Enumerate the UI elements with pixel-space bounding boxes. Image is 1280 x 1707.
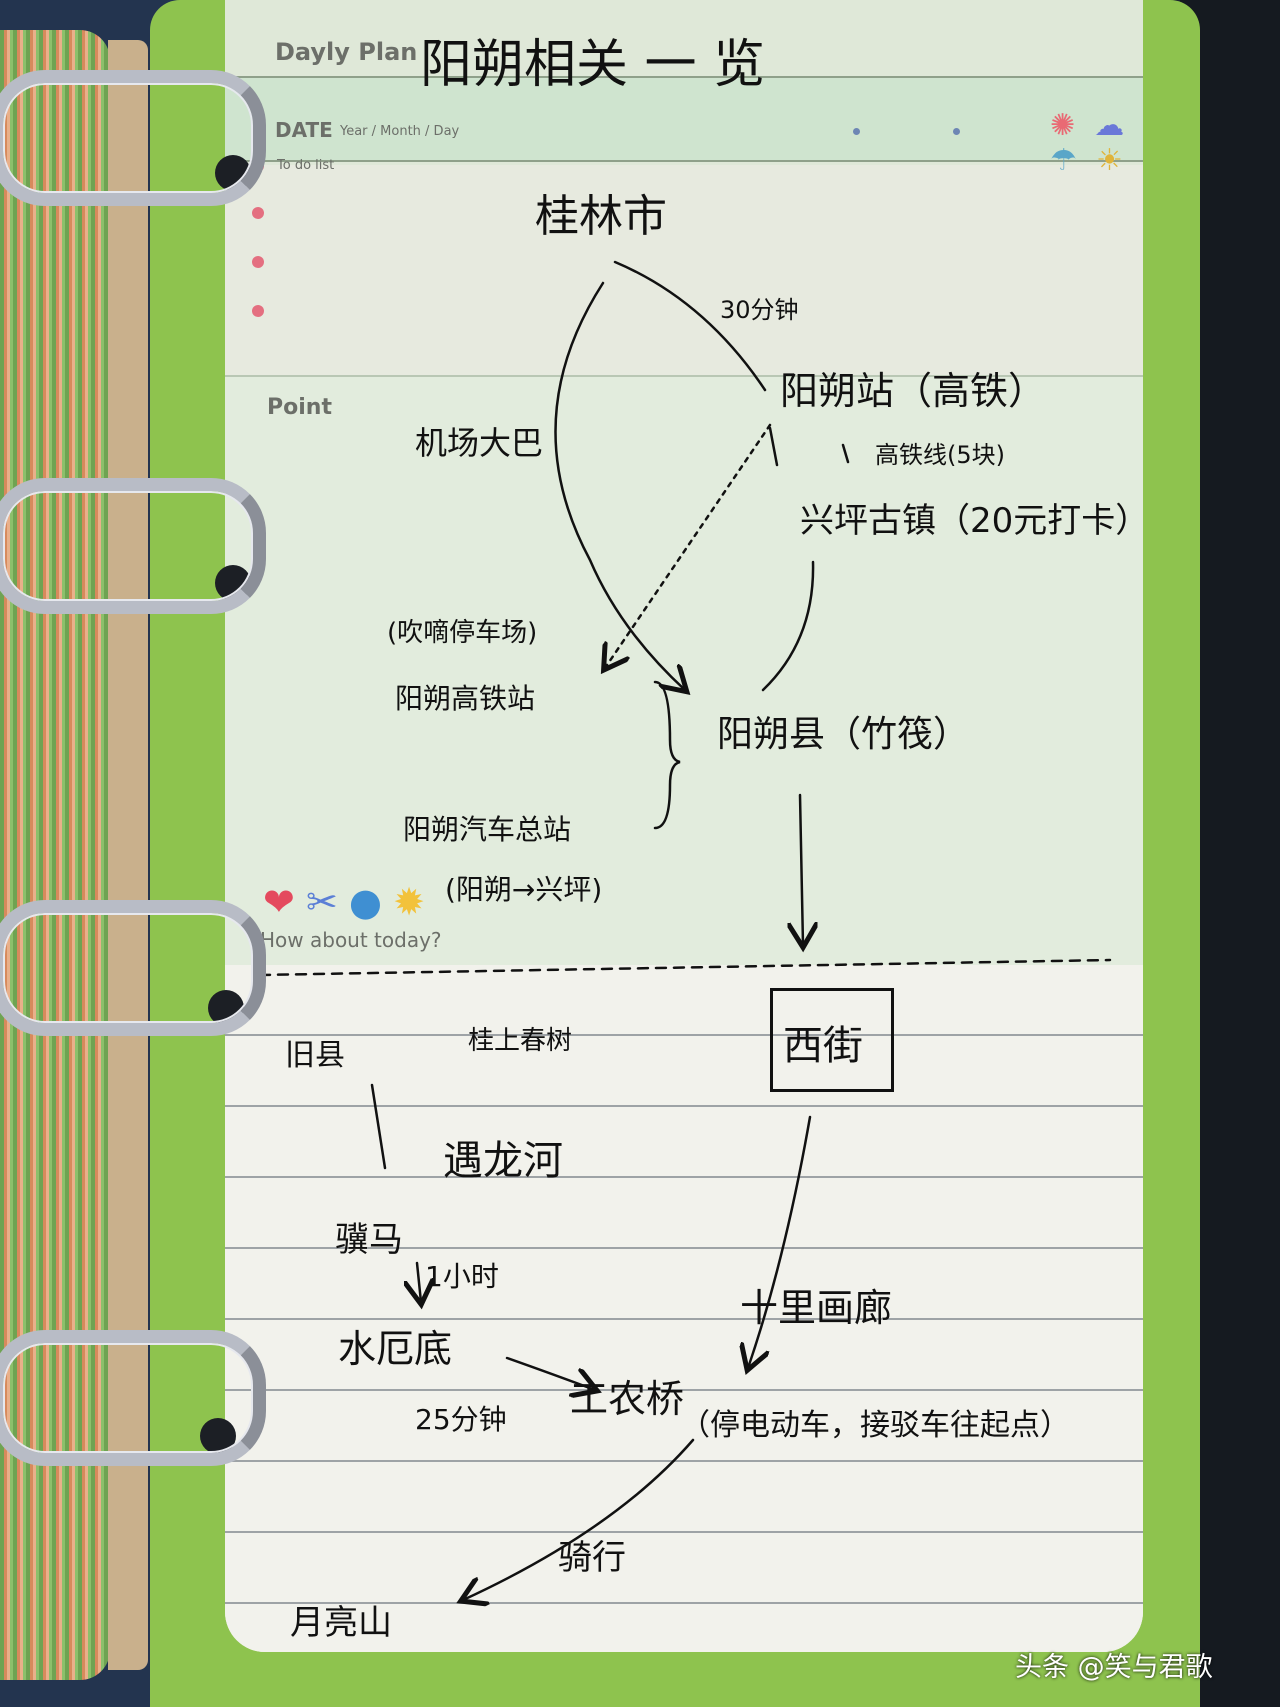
parking-label: (吹嘀停车场): [387, 618, 538, 648]
county-to-west-street-arrow: [800, 793, 803, 945]
shuidi-to-gongnong-arrow: [505, 1356, 595, 1390]
page-stack-edge: [108, 40, 148, 1670]
gongnong-note-label: （停电动车，接驳车往起点）: [680, 1408, 1070, 1443]
one-hour-label: 1小时: [425, 1260, 499, 1293]
binder-ring: [0, 70, 266, 206]
date-rule: [225, 160, 1143, 162]
lightbulb-icon: ✹: [393, 880, 425, 924]
airport-bus-line: [554, 281, 685, 690]
lined-zone: [225, 965, 1143, 1652]
todo-bullet: [252, 207, 264, 219]
page-stack: [0, 30, 110, 1680]
plan-label: Dayly Plan: [275, 38, 418, 66]
weather-icons: ✺ ☁ ☂ ☀: [1050, 108, 1143, 178]
binder-ring: [0, 1330, 266, 1466]
apple-icon: ●: [348, 880, 383, 924]
brace: [653, 680, 681, 830]
date-band: [225, 78, 1143, 160]
shuidi-label: 水厄底: [338, 1327, 453, 1371]
yangshuo-county-label: 阳朔县（竹筏）: [717, 714, 970, 755]
west-street-box: [770, 988, 894, 1092]
route-lines: [258, 260, 1112, 1652]
yulong-river-label: 遇龙河: [443, 1138, 563, 1184]
date-dot: [853, 128, 860, 135]
guilin-to-station-line: [613, 260, 767, 392]
hsr-line-mark: [841, 443, 850, 464]
jima-label: 骥马: [335, 1220, 403, 1260]
old-county-label: 旧县: [285, 1038, 345, 1073]
guilai-tree-label: 桂上春树: [468, 1026, 573, 1056]
bus-route-label: (阳朔→兴坪): [445, 873, 603, 906]
heart-icon: ❤: [263, 880, 295, 924]
watermark: 头条 @笑与君歌: [1015, 1652, 1213, 1683]
old-county-line: [370, 1083, 387, 1170]
gongnong-to-moon-hill-arrow: [463, 1438, 695, 1600]
divider-dashed: [258, 958, 1112, 977]
sticker-row: ❤ ✂ ● ✹: [263, 880, 431, 924]
todo-zone: [225, 165, 1143, 375]
date-dot: [953, 128, 960, 135]
binder-ring: [0, 478, 266, 614]
rain-icon: ☂: [1050, 143, 1077, 178]
xingping-to-county-line: [761, 560, 815, 692]
sunny-icon: ☀: [1096, 143, 1123, 178]
time-30min-label: 30分钟: [720, 296, 799, 324]
point-label: Point: [267, 395, 332, 420]
cloud-icon: ☁: [1094, 108, 1125, 143]
time-25min-label: 25分钟: [415, 1403, 507, 1436]
todo-label: To do list: [277, 158, 335, 173]
bus-station-label: 阳朔汽车总站: [403, 813, 572, 846]
station-to-xingping-line: [768, 426, 779, 467]
page-title: 阳朔相关 一 览: [420, 35, 766, 95]
scissors-icon: ✂: [305, 880, 338, 924]
date-label: DATE: [275, 118, 333, 142]
binder-ring: [0, 900, 266, 1036]
sun-icon: ✺: [1050, 108, 1076, 143]
planner-page: Dayly Plan 阳朔相关 一 览 DATE Year / Month / …: [225, 0, 1143, 1652]
how-about-today-label: How about today?: [260, 928, 442, 952]
yangshuo-station-label: 阳朔站（高铁）: [780, 369, 1047, 413]
station-to-parking-dotted: [605, 423, 772, 668]
ten-mile-gallery-label: 十里画廊: [740, 1286, 893, 1330]
xingping-town-label: 兴坪古镇（20元打卡）: [800, 501, 1143, 541]
cycling-label: 骑行: [558, 1538, 626, 1578]
hsr-stop-label: 阳朔高铁站: [395, 682, 536, 715]
west-street-to-gongnong-arrow: [748, 1115, 812, 1368]
west-street-label: 西街: [783, 1023, 863, 1069]
point-rule: [225, 375, 1143, 377]
todo-bullet: [252, 256, 264, 268]
airport-bus-label: 机场大巴: [415, 424, 544, 462]
date-sub-label: Year / Month / Day: [340, 124, 460, 139]
hsr-line-label: 高铁线(5块): [875, 441, 1005, 469]
moon-hill-label: 月亮山: [290, 1603, 392, 1643]
guilin-city-label: 桂林市: [535, 191, 667, 242]
todo-bullet: [252, 305, 264, 317]
jima-to-shuidi-arrow: [417, 1261, 421, 1302]
header-rule: [225, 76, 1143, 78]
